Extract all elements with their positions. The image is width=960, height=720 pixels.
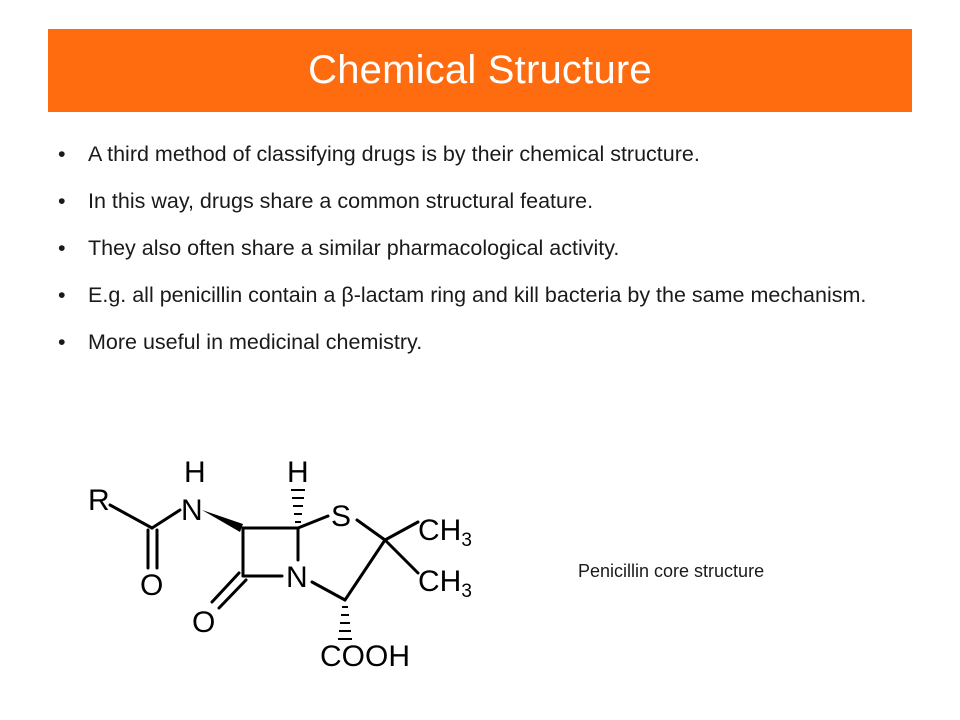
slide-title: Chemical Structure [308, 48, 652, 92]
atom-ch3-bottom-label: CH [418, 565, 461, 598]
atom-o-amide: O [140, 569, 163, 602]
bond-ch3-bottom [383, 538, 420, 575]
bullet-item: • A third method of classifying drugs is … [58, 138, 928, 170]
bond-ch3-top [383, 520, 420, 542]
bullet-text: E.g. all penicillin contain a β-lactam r… [88, 283, 867, 307]
atom-h-ring: H [287, 456, 309, 489]
atom-cooh: COOH [320, 640, 410, 673]
atom-ch3-bottom-sub: 3 [461, 581, 472, 602]
bond-c-n [150, 508, 182, 530]
atom-ch3-top: CH3 [418, 514, 472, 551]
bond-c-c [343, 538, 387, 602]
bullet-item: • E.g. all penicillin contain a β-lactam … [58, 279, 928, 311]
bullet-item: • They also often share a similar pharmac… [58, 232, 928, 264]
bullet-item: • In this way, drugs share a common struc… [58, 185, 928, 217]
bullet-text: In this way, drugs share a common struct… [88, 189, 594, 213]
atom-ch3-bottom: CH3 [418, 565, 472, 602]
bullet-text: They also often share a similar pharmaco… [88, 236, 620, 260]
bullet-item: • More useful in medicinal chemistry. [58, 326, 928, 358]
atom-o-lactam: O [192, 606, 215, 639]
bond-c-n-ring [310, 580, 347, 602]
title-bar: Chemical Structure [48, 29, 912, 112]
atom-n-ring: N [286, 561, 308, 594]
atom-n-amide: N [181, 494, 203, 527]
bullet-text: More useful in medicinal chemistry. [88, 330, 423, 354]
bond-s-c [355, 518, 387, 542]
atom-h-amide: H [184, 456, 206, 489]
bullet-marker: • [58, 330, 66, 354]
bond-c-s [296, 514, 330, 530]
bond-hash-h [291, 489, 305, 523]
atom-r: R [88, 484, 110, 517]
bond-r-c [108, 503, 154, 530]
bond-lactam-o-1 [210, 571, 241, 604]
bullet-marker: • [58, 189, 66, 213]
bullet-marker: • [58, 283, 66, 307]
penicillin-structure-diagram: R N H H S CH3 CH3 N O O COOH [88, 456, 472, 673]
bullet-text: A third method of classifying drugs is b… [88, 142, 700, 166]
atom-ch3-top-label: CH [418, 514, 461, 547]
bond-lactam-o-2 [217, 578, 248, 610]
structure-caption: Penicillin core structure [578, 561, 765, 581]
atom-ch3-top-sub: 3 [461, 530, 472, 551]
bond-hash-cooh [338, 606, 352, 640]
bullet-marker: • [58, 142, 66, 166]
bullet-list: • A third method of classifying drugs is … [58, 138, 928, 373]
bond-wedge-n [202, 510, 243, 532]
atom-s: S [331, 500, 351, 533]
bullet-marker: • [58, 236, 66, 260]
